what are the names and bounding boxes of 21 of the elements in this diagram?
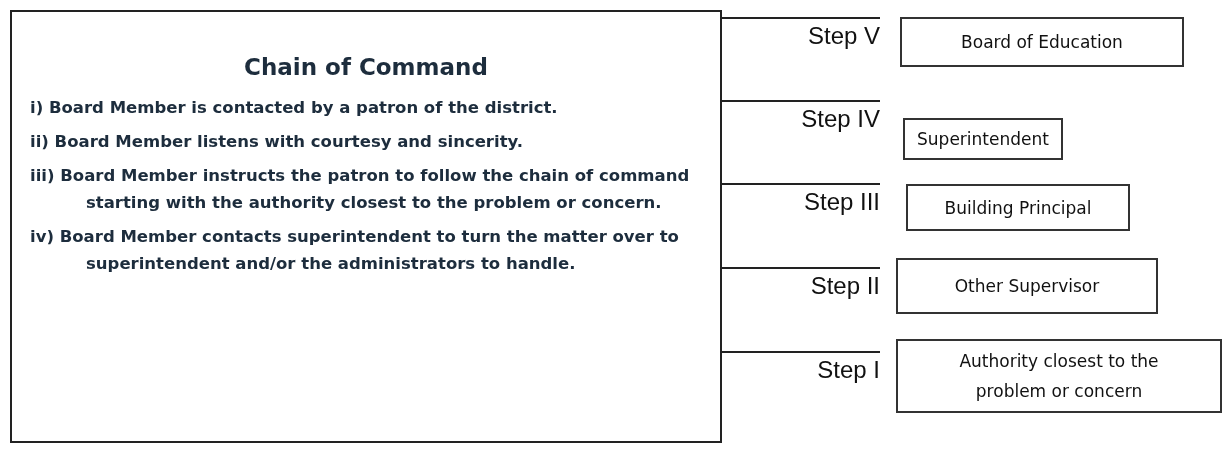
step-label: Step V [740,18,880,58]
connector-line [721,351,881,353]
text-panel [10,10,722,443]
role-box: Authority closest to the problem or concern [896,339,1222,413]
connector-line [721,100,881,102]
connector-line [721,183,881,185]
connector-line [721,17,881,19]
role-box: Superintendent [903,118,1063,160]
connector-line [721,267,881,269]
list-item: ii) Board Member listens with courtesy and sincerity. [29,131,525,153]
role-box: Other Supervisor [896,258,1158,314]
step-label: Step I [740,352,880,392]
list-item: iii) Board Member instructs the patron to follow the chain of command starting with the authority closest to the problem or concern. [29,165,691,214]
step-label: Step II [740,268,880,308]
list-item: iv) Board Member contacts superintendent to turn the matter over to superintendent and/or the administrators to handle. [29,226,680,275]
step-label: Step III [740,184,880,224]
role-box: Board of Education [900,17,1184,67]
list-item: i) Board Member is contacted by a patron of the district. [29,97,559,119]
role-box: Building Principal [906,184,1130,231]
panel-title: Chain of Command [243,54,489,80]
step-label: Step IV [740,101,880,141]
